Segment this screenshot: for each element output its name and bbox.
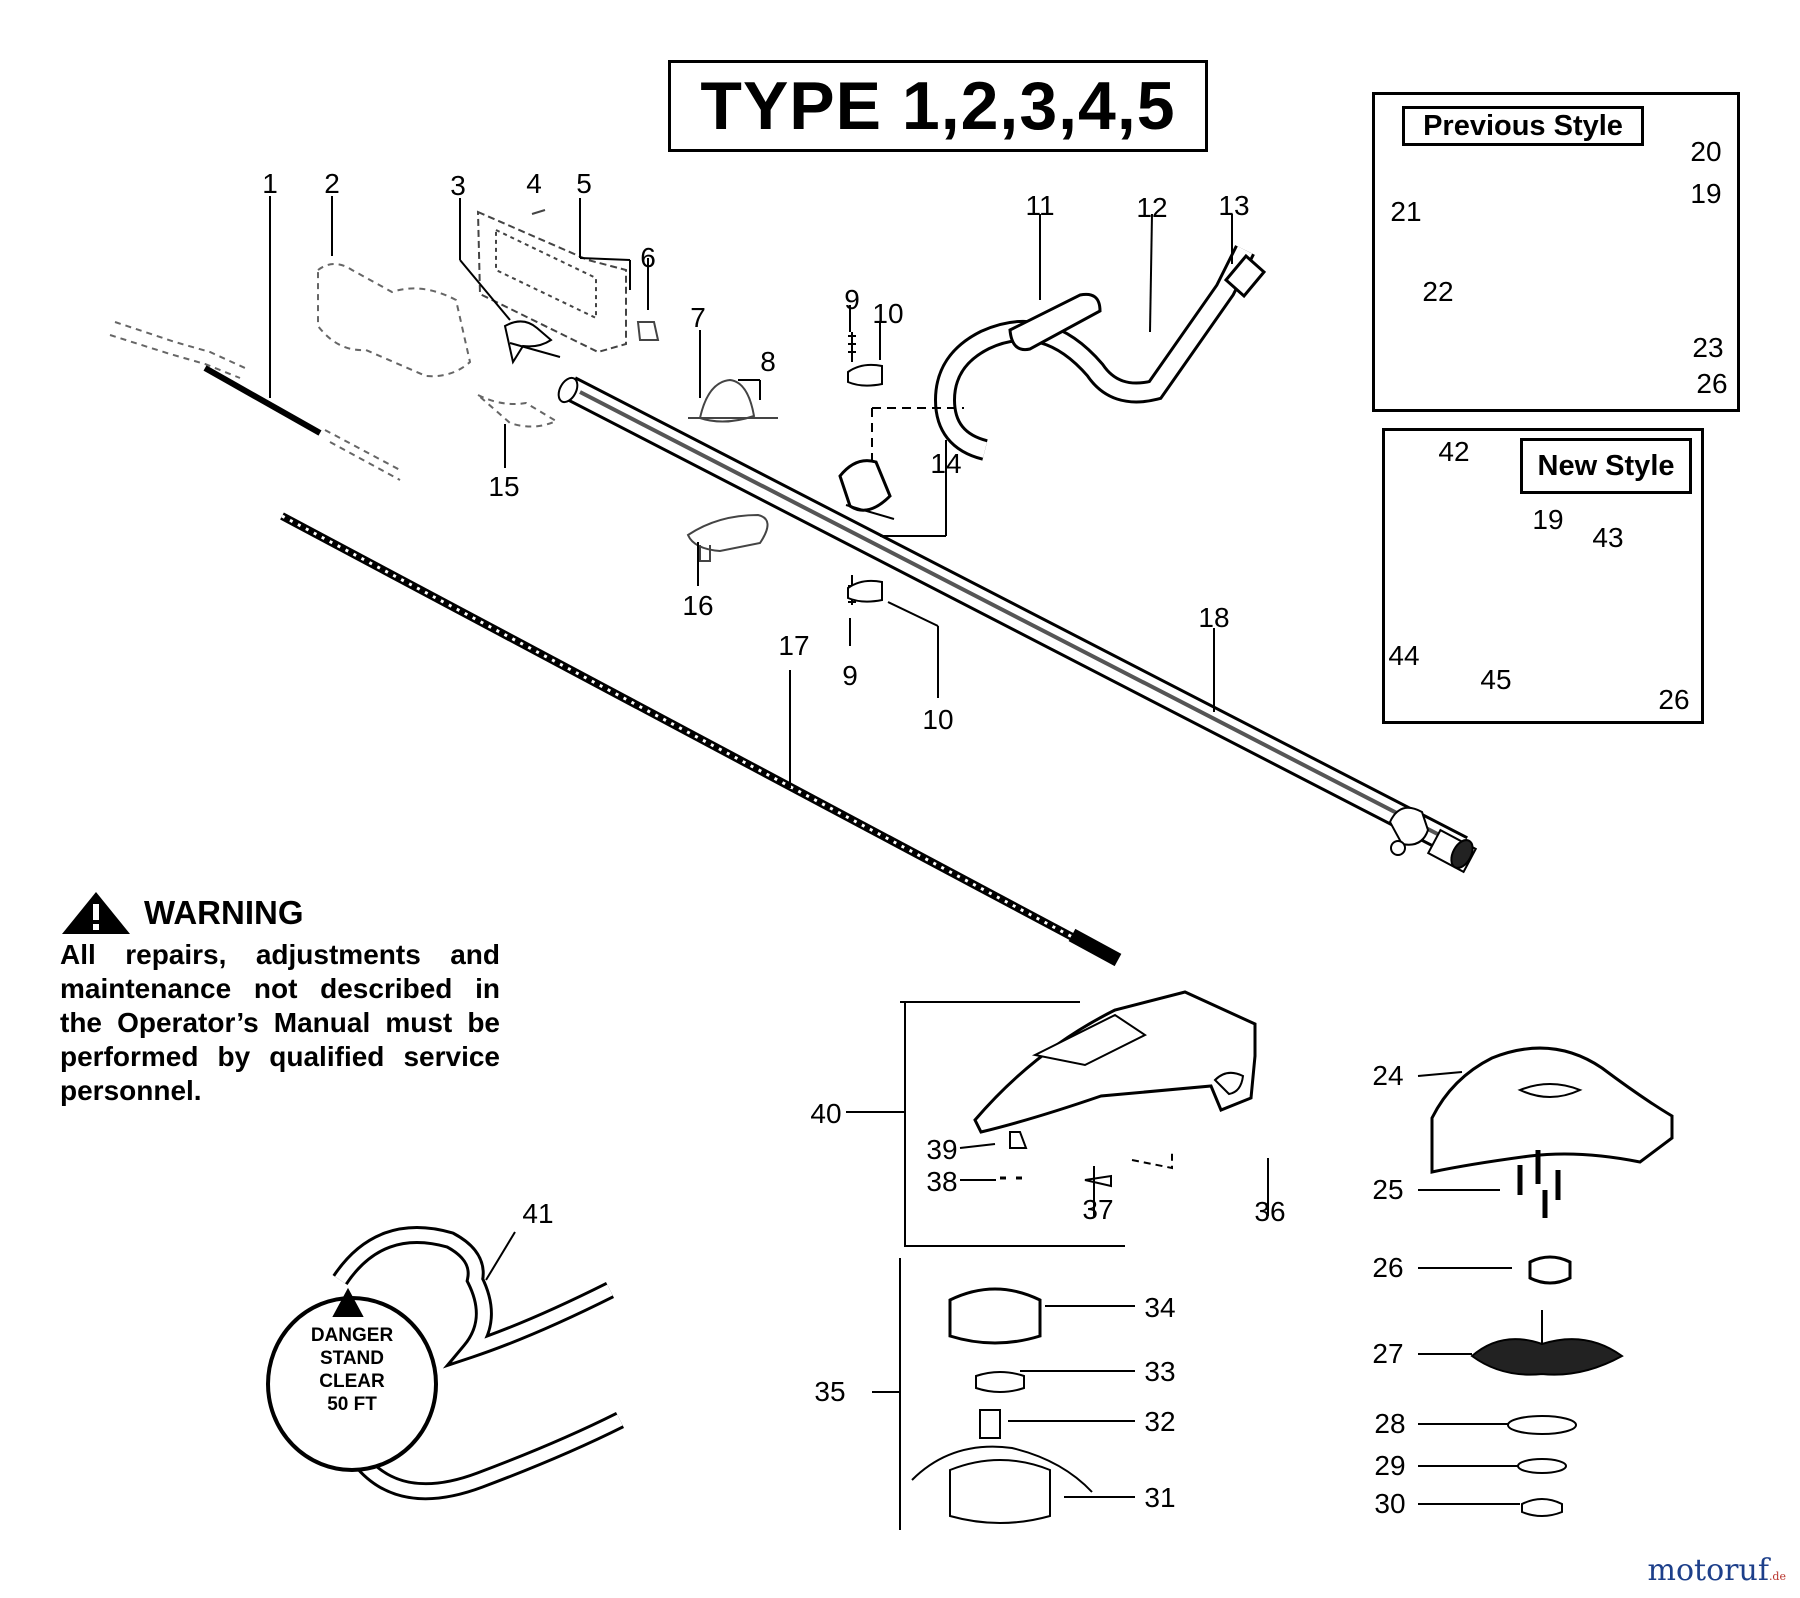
callout-29: 29 (1374, 1450, 1406, 1481)
callout-27: 27 (1372, 1338, 1404, 1369)
callout-33: 33 (1144, 1356, 1176, 1387)
harness (266, 1226, 625, 1501)
callout-4: 4 (526, 168, 542, 199)
leader-lines (269, 196, 1520, 1505)
callout-23: 23 (1692, 332, 1724, 363)
callout-38: 38 (926, 1166, 958, 1197)
callout-37: 37 (1082, 1194, 1114, 1225)
callout-34: 34 (1144, 1292, 1176, 1323)
blade-assembly (1430, 1046, 1674, 1517)
callout-15: 15 (488, 471, 520, 502)
bolt-clip-parts (847, 332, 883, 605)
danger-line-3: CLEAR (319, 1371, 385, 1392)
callout-26c: 26 (1372, 1252, 1404, 1283)
callout-26a: 26 (1696, 368, 1728, 399)
callout-9b: 9 (842, 660, 858, 691)
loop-handle (838, 245, 1267, 520)
callout-19b: 19 (1532, 504, 1564, 535)
callout-1: 1 (262, 168, 278, 199)
callout-6: 6 (640, 242, 656, 273)
callout-5: 5 (576, 168, 592, 199)
callout-39: 39 (926, 1134, 958, 1165)
callout-44: 44 (1388, 640, 1420, 671)
callout-26b: 26 (1658, 684, 1690, 715)
danger-line-1: DANGER (310, 1325, 394, 1346)
callout-45: 45 (1480, 664, 1512, 695)
warning-triangle-icon (62, 892, 130, 934)
callout-41: 41 (522, 1198, 554, 1229)
callout-12: 12 (1136, 192, 1168, 223)
callout-22: 22 (1422, 276, 1454, 307)
callout-18: 18 (1198, 602, 1230, 633)
type-title-box: TYPE 1,2,3,4,5 (668, 60, 1208, 152)
callout-7: 7 (690, 302, 706, 333)
callout-13: 13 (1218, 190, 1250, 221)
callout-24: 24 (1372, 1060, 1404, 1091)
new-style-label: New Style (1520, 438, 1692, 494)
callout-17: 17 (778, 630, 810, 661)
callout-42: 42 (1438, 436, 1470, 467)
clamp-parts (686, 378, 778, 562)
callout-36: 36 (1254, 1196, 1286, 1227)
warning-heading: WARNING (144, 894, 304, 931)
callout-32: 32 (1144, 1406, 1176, 1437)
callout-10a: 10 (872, 298, 904, 329)
callout-21: 21 (1390, 196, 1422, 227)
flex-drive-cable (280, 512, 1122, 967)
callout-20: 20 (1690, 136, 1722, 167)
previous-style-label: Previous Style (1402, 106, 1644, 146)
danger-line-4: 50 FT (327, 1394, 377, 1415)
watermark: motoruf.de (1648, 1553, 1786, 1588)
handle-housing (476, 209, 660, 354)
callout-11: 11 (1025, 190, 1055, 221)
trimmer-head (899, 1258, 1093, 1530)
callout-9a: 9 (844, 284, 860, 315)
callout-16: 16 (682, 590, 714, 621)
guard-assembly (900, 990, 1257, 1247)
callout-31: 31 (1144, 1482, 1176, 1513)
warning-text: All repairs, adjustments and maintenance… (60, 939, 500, 1106)
watermark-suffix: .de (1768, 1570, 1786, 1583)
watermark-main: motoruf (1647, 1553, 1769, 1588)
callout-43: 43 (1592, 522, 1624, 553)
callout-28: 28 (1374, 1408, 1406, 1439)
callout-2: 2 (324, 168, 340, 199)
callout-19a: 19 (1690, 178, 1722, 209)
callout-10b: 10 (922, 704, 954, 735)
warning-heading-row: WARNING (60, 890, 500, 936)
callout-25: 25 (1372, 1174, 1404, 1205)
danger-label: DANGER STAND CLEAR 50 FT (296, 1324, 408, 1416)
type-title: TYPE 1,2,3,4,5 (700, 68, 1176, 144)
throttle-shaft-parts (109, 263, 561, 481)
callout-14: 14 (930, 448, 962, 479)
callout-30: 30 (1374, 1488, 1406, 1519)
callout-3: 3 (450, 170, 466, 201)
danger-line-2: STAND (319, 1348, 385, 1369)
drive-shaft-tube (557, 376, 1478, 874)
callout-40: 40 (810, 1098, 842, 1129)
callout-8: 8 (760, 346, 776, 377)
warning-notice: WARNING All repairs, adjustments and mai… (60, 890, 500, 1108)
callout-35: 35 (814, 1376, 846, 1407)
